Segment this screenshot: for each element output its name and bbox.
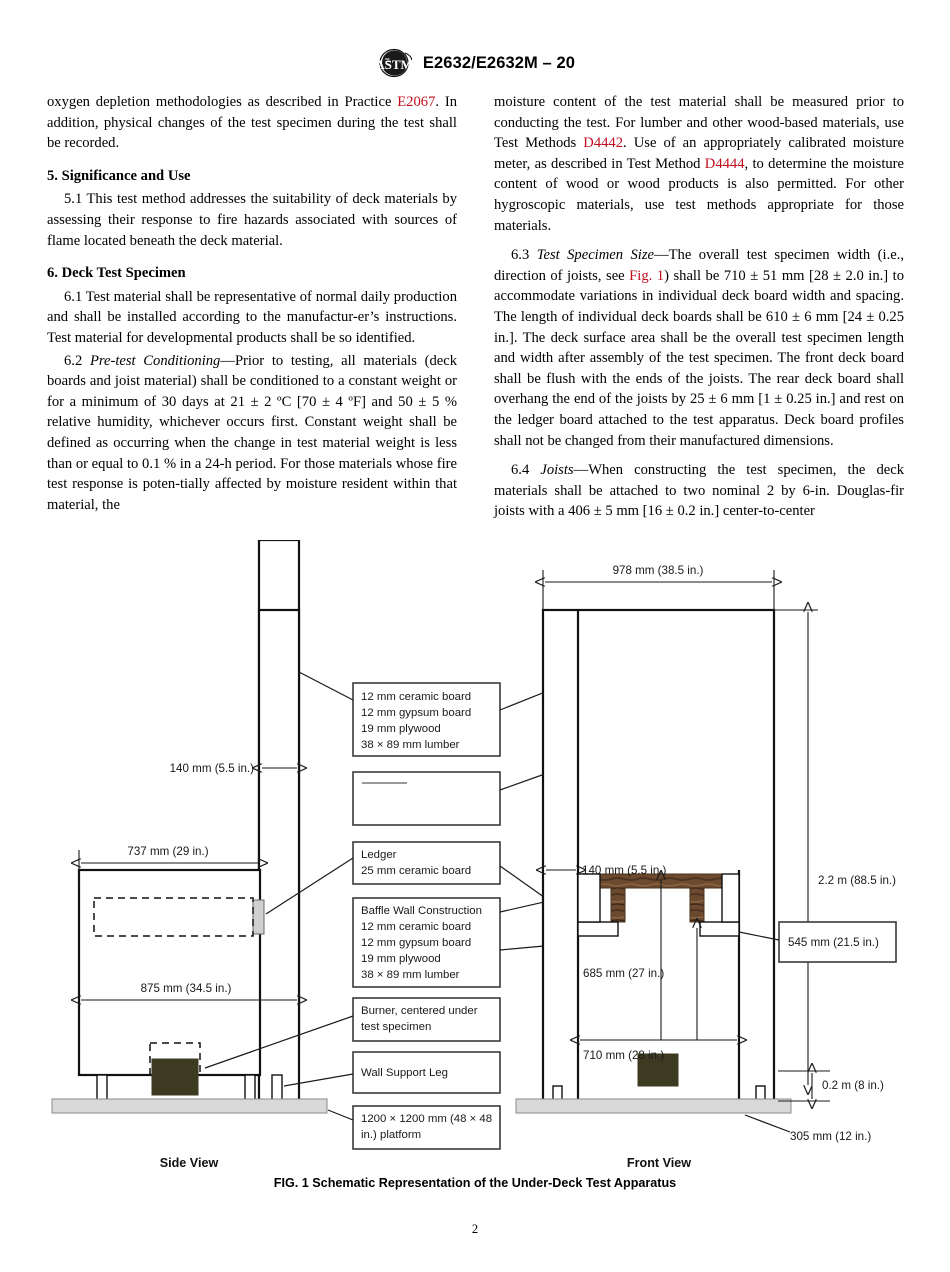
callout-baffle-line-1: 12 mm ceramic board bbox=[361, 921, 471, 933]
side-specimen-dashed bbox=[93, 897, 254, 937]
paragraph-6-1: 6.1 Test material shall be representativ… bbox=[47, 288, 457, 346]
xref-d4442[interactable]: D4442 bbox=[583, 135, 624, 152]
paragraph-6-3-pre: —The overall test specimen width (i.e., … bbox=[494, 247, 905, 284]
paragraph-moisture-content: moisture content of the test material sh… bbox=[494, 92, 904, 236]
dimension-front-710: 710 mm (28 in.) bbox=[580, 928, 737, 1062]
xref-d4444[interactable]: D4444 bbox=[704, 155, 745, 172]
paragraph-6-2: 6.2 Pre-test Conditioning—Prior to testi… bbox=[47, 351, 457, 516]
dimension-front-545: 545 mm (21.5 in.) bbox=[738, 921, 897, 963]
front-platform bbox=[515, 1098, 792, 1114]
dimension-front-545-label: 545 mm (21.5 in.) bbox=[788, 936, 879, 949]
figure-caption: FIG. 1 Schematic Representation of the U… bbox=[273, 1176, 677, 1190]
dimension-front-710-label: 710 mm (28 in.) bbox=[583, 1049, 664, 1062]
callout-deck-assembly-line-0: 12 mm ceramic board bbox=[361, 691, 471, 703]
callout-burner-line-0: Burner, centered under bbox=[361, 1005, 478, 1017]
side-view-label: Side View bbox=[160, 1156, 219, 1170]
front-joist-left bbox=[610, 887, 626, 923]
dimension-front-685: 685 mm (27 in.) bbox=[583, 880, 664, 1040]
paragraph-6-3: 6.3 Test Specimen Size—The overall test … bbox=[494, 245, 904, 451]
callout-burner-line-1: test specimen bbox=[361, 1021, 431, 1033]
heading-deck-test-specimen: 6. Deck Test Specimen bbox=[47, 265, 186, 282]
dimension-side-737: 737 mm (29 in.) bbox=[79, 845, 258, 888]
dimension-side-140-label: 140 mm (5.5 in.) bbox=[170, 762, 255, 775]
paragraph-6-4-term: Joists bbox=[540, 462, 574, 479]
callout-boxes: 12 mm ceramic board 12 mm gypsum board 1… bbox=[204, 671, 701, 1150]
paragraph-6-2-body: —Prior to testing, all materials (deck b… bbox=[47, 352, 458, 513]
callout-deck-assembly: 12 mm ceramic board 12 mm gypsum board 1… bbox=[298, 671, 561, 757]
paragraph-6-4: 6.4 Joists—When constructing the test sp… bbox=[494, 460, 904, 522]
paragraph-5-1: 5.1 This test method addresses the suita… bbox=[47, 191, 457, 249]
callout-platform-line-1: in.) platform bbox=[361, 1129, 421, 1141]
svg-text:ASTM: ASTM bbox=[375, 57, 413, 72]
callout-deck-assembly-line-1: 12 mm gypsum board bbox=[361, 707, 471, 719]
xref-e2067[interactable]: E2067 bbox=[397, 94, 436, 110]
dimension-front-2200-label: 2.2 m (88.5 in.) bbox=[818, 874, 896, 887]
callout-deck-assembly-line-2: 19 mm plywood bbox=[361, 723, 441, 735]
callout-platform: 1200 × 1200 mm (48 × 48 in.) platform bbox=[327, 1105, 501, 1150]
dimension-front-200: 0.2 m (8 in.) bbox=[778, 1071, 884, 1101]
dimension-side-875: 875 mm (34.5 in.) bbox=[81, 982, 297, 1000]
dimension-side-737-label: 737 mm (29 in.) bbox=[127, 845, 208, 858]
paragraph-6-2-number: 6.2 bbox=[64, 352, 90, 369]
callout-baffle-line-2: 12 mm gypsum board bbox=[361, 937, 471, 949]
dimension-front-305: 305 mm (12 in.) bbox=[744, 1114, 871, 1143]
side-burner-dashed bbox=[149, 1042, 201, 1076]
dimension-front-200-label: 0.2 m (8 in.) bbox=[822, 1079, 884, 1092]
left-column: oxygen depletion methodologies as descri… bbox=[47, 92, 457, 522]
side-ledger-block bbox=[252, 899, 265, 935]
callout-baffle-line-3: 19 mm plywood bbox=[361, 953, 441, 965]
callout-burner: Burner, centered under test specimen bbox=[204, 997, 501, 1069]
paragraph-6-4-number: 6.4 bbox=[511, 462, 541, 479]
front-ledger-left bbox=[577, 921, 619, 937]
figure-1: 140 mm (5.5 in.) 737 mm (29 in.) 875 mm … bbox=[0, 540, 950, 1200]
callout-baffle-line-4: 38 × 89 mm lumber bbox=[361, 969, 460, 981]
front-joist-right bbox=[689, 887, 705, 923]
paragraph-6-3-term: Test Specimen Size bbox=[536, 247, 655, 264]
dimension-front-978-label: 978 mm (38.5 in.) bbox=[613, 564, 704, 577]
callout-blank bbox=[352, 769, 557, 826]
paragraph-6-2-term: Pre-test Conditioning bbox=[89, 352, 221, 369]
side-view-drawing: 140 mm (5.5 in.) 737 mm (29 in.) 875 mm … bbox=[51, 540, 328, 1114]
moisture-text-mid: . Use of an appropriately calibrated moi… bbox=[494, 135, 904, 172]
moisture-text-post: , to determine the moisture content of w… bbox=[494, 155, 905, 234]
callout-ledger-line-0: Ledger bbox=[361, 849, 397, 861]
front-view-drawing: 978 mm (38.5 in.) 140 mm (5.5 in.) 685 m… bbox=[515, 564, 897, 1143]
dimension-front-978: 978 mm (38.5 in.) bbox=[543, 564, 774, 610]
xref-fig-1[interactable]: Fig. 1 bbox=[629, 267, 665, 284]
callout-wall-support-leg: Wall Support Leg bbox=[283, 1051, 501, 1094]
callout-baffle-wall: Baffle Wall Construction 12 mm ceramic b… bbox=[352, 877, 701, 988]
dimension-front-685-label: 685 mm (27 in.) bbox=[583, 967, 664, 980]
front-view-label: Front View bbox=[627, 1156, 691, 1170]
document-title: E2632/E2632M – 20 bbox=[422, 53, 576, 72]
heading-significance-and-use: 5. Significance and Use bbox=[47, 167, 191, 184]
page-number: 2 bbox=[471, 1222, 479, 1236]
front-ledger-right bbox=[699, 921, 740, 937]
dimension-front-140-label: 140 mm (5.5 in.) bbox=[582, 864, 667, 877]
dimension-front-305-label: 305 mm (12 in.) bbox=[790, 1130, 871, 1143]
paragraph-oxygen-depletion: oxygen depletion methodologies as descri… bbox=[47, 94, 457, 152]
callout-baffle-line-0: Baffle Wall Construction bbox=[361, 905, 482, 917]
dimension-front-140: 140 mm (5.5 in.) bbox=[546, 864, 667, 877]
paragraph-6-3-number: 6.3 bbox=[511, 247, 537, 264]
dimension-side-140: 140 mm (5.5 in.) bbox=[170, 762, 297, 775]
astm-logo-icon: ASTM bbox=[375, 48, 413, 78]
paragraph-6-4-body: —When constructing the test specimen, th… bbox=[494, 462, 904, 520]
callout-ledger-line-1: 25 mm ceramic board bbox=[361, 865, 471, 877]
paragraph-6-3-post: ) shall be 710 ± 51 mm [28 ± 2.0 in.] to… bbox=[494, 267, 904, 449]
side-burner bbox=[151, 1058, 199, 1096]
text-columns: oxygen depletion methodologies as descri… bbox=[47, 92, 905, 522]
callout-wall-support-line-0: Wall Support Leg bbox=[361, 1067, 448, 1079]
callout-deck-assembly-line-3: 38 × 89 mm lumber bbox=[361, 739, 460, 751]
moisture-text-pre: moisture content of the test material sh… bbox=[494, 94, 904, 152]
right-column: moisture content of the test material sh… bbox=[494, 92, 904, 522]
dimension-front-2200: 2.2 m (88.5 in.) bbox=[774, 610, 896, 1085]
callout-platform-line-0: 1200 × 1200 mm (48 × 48 bbox=[361, 1113, 492, 1125]
dimension-side-875-label: 875 mm (34.5 in.) bbox=[141, 982, 232, 995]
front-burner bbox=[637, 1053, 679, 1087]
side-platform bbox=[51, 1098, 328, 1114]
document-header: ASTM E2632/E2632M – 20 bbox=[0, 48, 950, 78]
figure-1-drawing: 140 mm (5.5 in.) 737 mm (29 in.) 875 mm … bbox=[51, 540, 897, 1170]
